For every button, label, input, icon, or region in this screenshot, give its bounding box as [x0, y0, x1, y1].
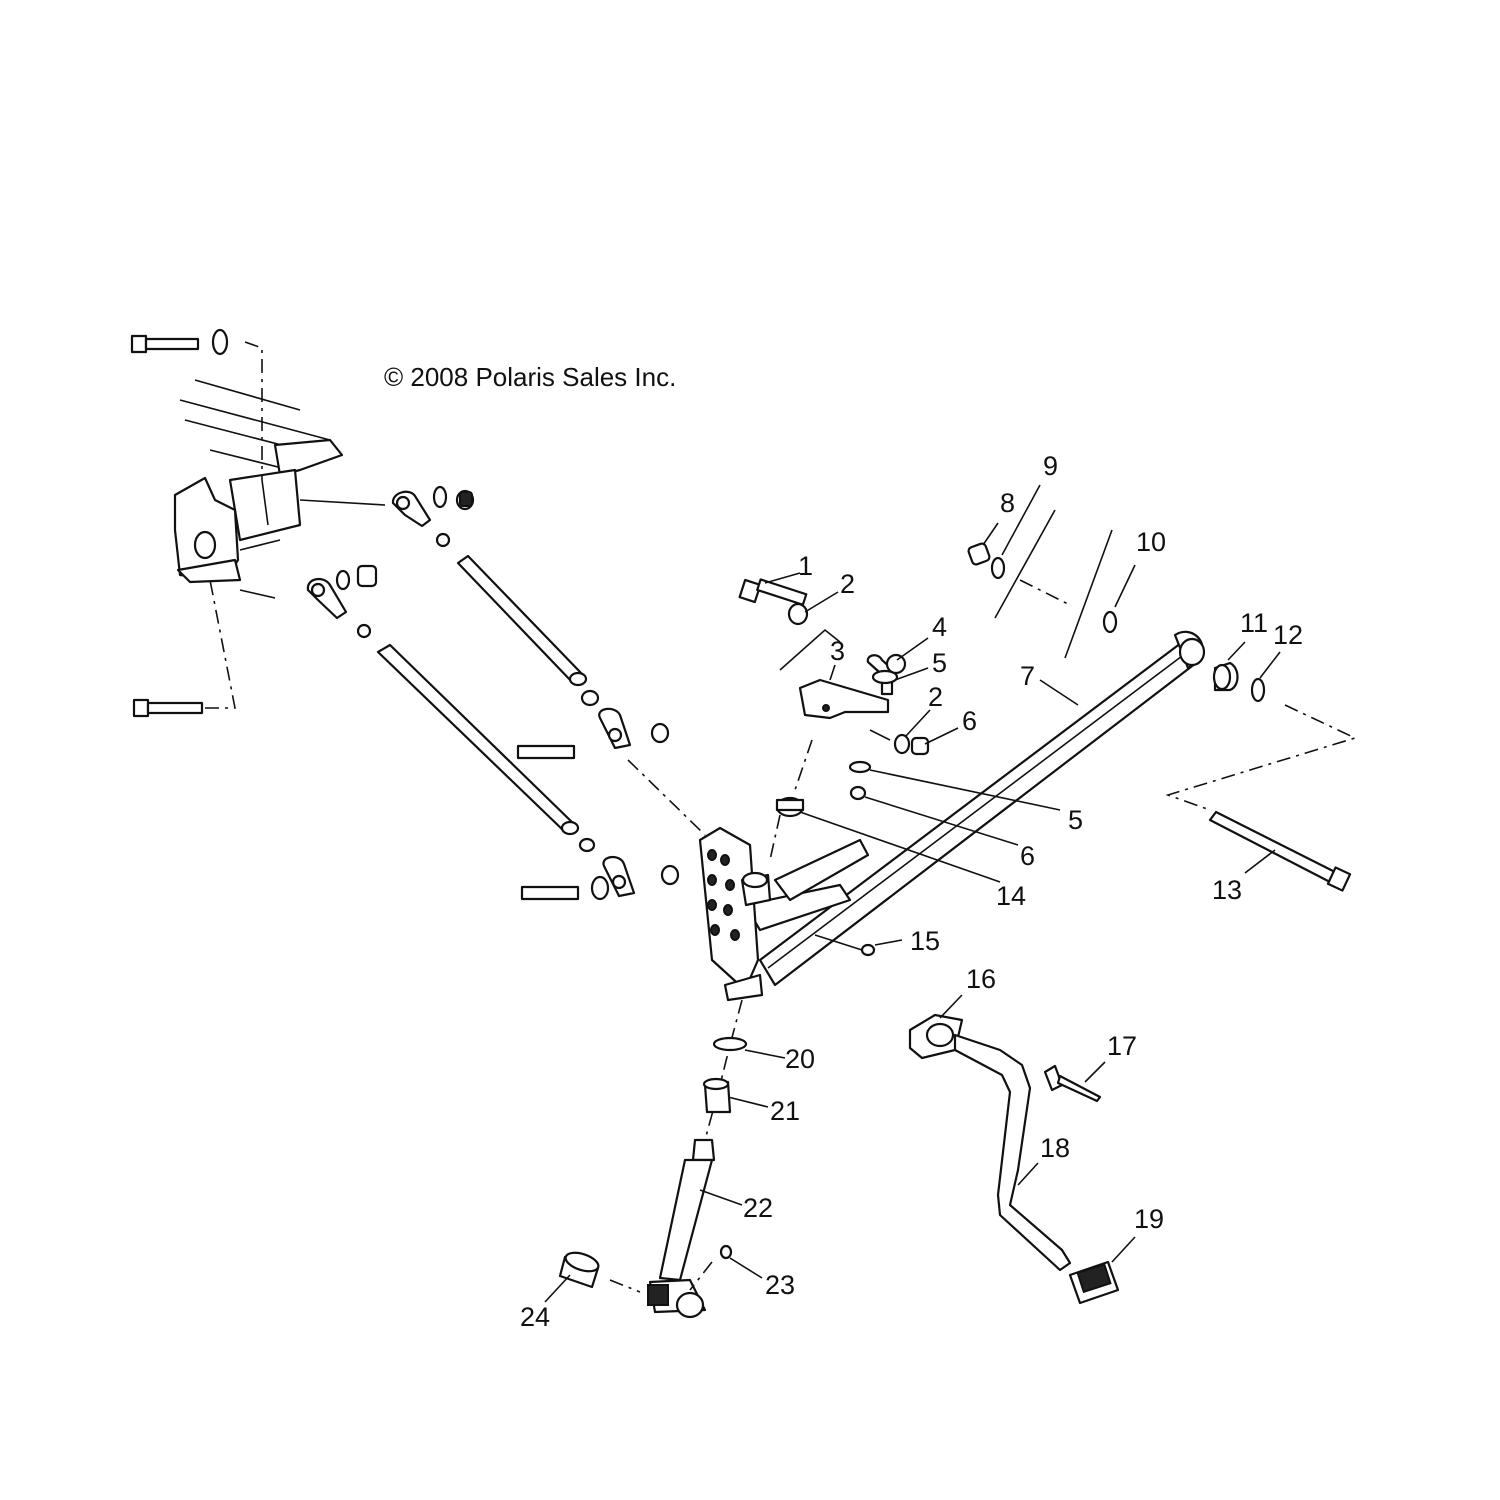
callout-labels: 1 2 3 4 5 2 6 7 8 9 10 11 12 13 5 6 14 1…	[520, 451, 1303, 1332]
callout-2-lower: 2	[928, 682, 943, 712]
callout-16: 16	[966, 964, 996, 994]
callout-7: 7	[1020, 661, 1035, 691]
callout-1: 1	[798, 551, 813, 581]
callout-9: 9	[1043, 451, 1058, 481]
callout-20: 20	[785, 1044, 815, 1074]
callout-5-upper: 5	[932, 648, 947, 678]
pivot-bolt	[1208, 810, 1352, 892]
callout-24: 24	[520, 1302, 550, 1332]
chassis-frame-bracket	[173, 379, 344, 584]
upper-radius-rod	[391, 485, 706, 836]
callout-17: 17	[1107, 1031, 1137, 1061]
leader-lines	[544, 484, 1281, 1303]
callout-18: 18	[1040, 1133, 1070, 1163]
callout-22: 22	[743, 1193, 773, 1223]
callout-6-lower: 6	[1020, 841, 1035, 871]
callout-8: 8	[1000, 488, 1015, 518]
pivot-hardware	[738, 578, 930, 861]
callout-21: 21	[770, 1096, 800, 1126]
callout-5-lower: 5	[1068, 805, 1083, 835]
callout-12: 12	[1273, 620, 1303, 650]
grease-fitting	[814, 934, 876, 957]
lower-radius-rod	[306, 564, 680, 901]
callout-6-upper: 6	[962, 706, 977, 736]
callout-2-upper: 2	[840, 569, 855, 599]
callout-15: 15	[910, 926, 940, 956]
right-pivot-hardware	[967, 509, 1358, 811]
spindle-parts	[558, 999, 748, 1319]
upper-frame-bolt	[130, 328, 263, 480]
copyright-text: © 2008 Polaris Sales Inc.	[384, 362, 677, 392]
callout-10: 10	[1136, 527, 1166, 557]
callout-3: 3	[830, 636, 845, 666]
callout-14: 14	[996, 881, 1026, 911]
callout-13: 13	[1212, 875, 1242, 905]
a-arm-assembly	[698, 630, 1206, 1002]
callout-19: 19	[1134, 1204, 1164, 1234]
callout-11: 11	[1240, 608, 1268, 638]
pedal-assembly	[908, 1013, 1120, 1305]
callout-4: 4	[932, 612, 947, 642]
lower-frame-bolt	[132, 579, 236, 718]
callout-23: 23	[765, 1270, 795, 1300]
